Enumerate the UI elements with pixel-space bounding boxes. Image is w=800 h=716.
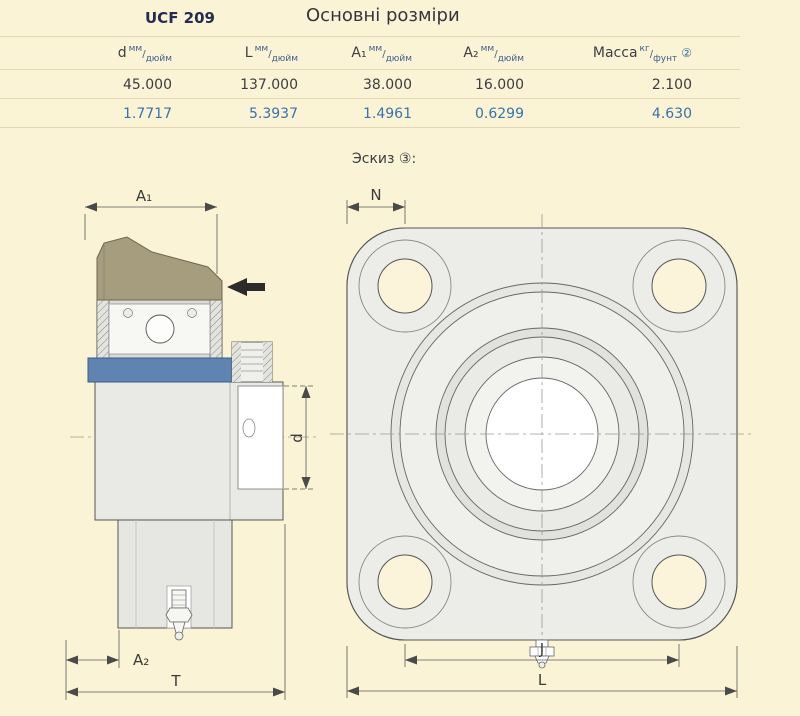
dim-label-n: N (370, 186, 381, 204)
dim-d (284, 385, 313, 490)
shaft-bore (237, 385, 284, 490)
value-mass-lb: 4.630 (651, 106, 692, 122)
insert-ring (87, 357, 233, 383)
technical-drawing: A₁ d A₂ T (65, 186, 754, 700)
dim-label-a1: A₁ (136, 187, 152, 205)
dim-label-a2: A₂ (133, 651, 149, 669)
grease-nipple-side (165, 585, 193, 641)
mass-footnote: ② (681, 46, 692, 60)
dim-n (346, 200, 406, 224)
model-title: UCF 209 (145, 9, 215, 27)
grease-port (231, 341, 273, 383)
end-cap (96, 236, 223, 301)
dim-a1 (84, 202, 218, 274)
cage-rivet (123, 308, 133, 318)
page-title: Основні розміри (306, 5, 460, 26)
value-a2-inch: 0.6299 (475, 106, 524, 122)
value-a2-mm: 16.000 (475, 77, 524, 93)
bolt-hole-bottom-left (377, 554, 433, 610)
value-a1-inch: 1.4961 (363, 106, 412, 122)
bolt-hole-top-right (651, 258, 707, 314)
value-a1-mm: 38.000 (363, 77, 412, 93)
side-view: A₁ d A₂ T (65, 187, 318, 700)
dim-label-d: d (288, 433, 306, 443)
bolt-holes (358, 239, 726, 629)
bolt-hole-top-left (377, 258, 433, 314)
bolt-hole-bottom-right (651, 554, 707, 610)
value-d-inch: 1.7717 (123, 106, 172, 122)
dim-label-t: T (170, 672, 181, 690)
dim-t (66, 524, 286, 700)
dim-a2 (65, 630, 120, 700)
front-view: N J L (330, 186, 754, 698)
grease-passage (242, 418, 256, 438)
values-row-mm: 45.000 137.000 38.000 16.000 2.100 (0, 70, 740, 99)
bearing-section (96, 299, 223, 359)
value-l-mm: 137.000 (240, 77, 298, 93)
values-row-inch: 1.7717 5.3937 1.4961 0.6299 4.630 (0, 99, 740, 128)
cage-rivet (187, 308, 197, 318)
sketch-label: Эскиз ③: (352, 151, 417, 167)
dim-label-j: J (539, 640, 544, 658)
bearing-ball (145, 314, 175, 344)
dim-j (404, 644, 680, 667)
value-d-mm: 45.000 (123, 77, 172, 93)
mounting-direction-arrow (227, 278, 265, 296)
value-mass-kg: 2.100 (651, 77, 692, 93)
dim-l (346, 646, 738, 698)
dim-label-l: L (538, 671, 547, 689)
value-l-inch: 5.3937 (249, 106, 298, 122)
